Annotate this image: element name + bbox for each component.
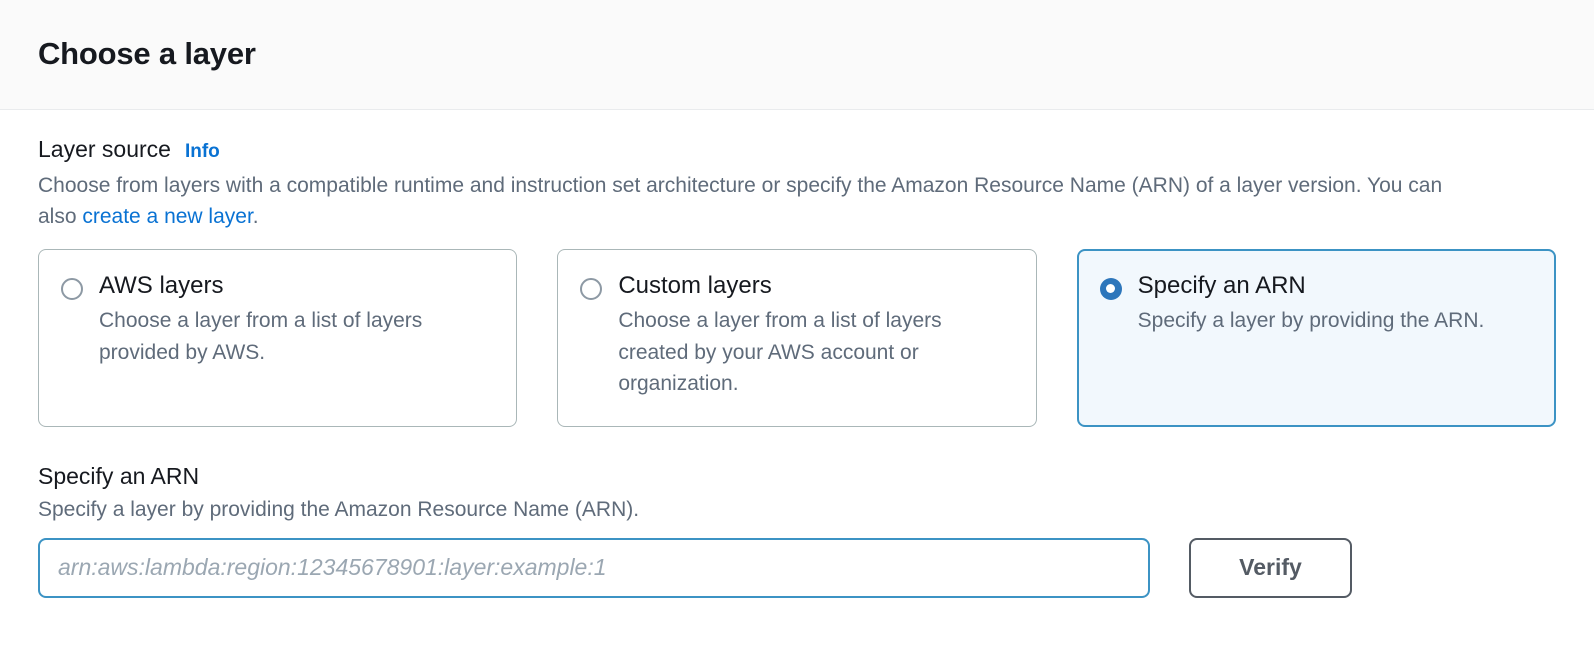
radio-specify-arn[interactable] [1099, 277, 1122, 300]
option-text-specify-arn: Specify an ARN Specify a layer by provid… [1138, 272, 1485, 337]
create-new-layer-link[interactable]: create a new layer [82, 205, 253, 229]
arn-section: Specify an ARN Specify a layer by provid… [38, 463, 1556, 598]
verify-button[interactable]: Verify [1189, 537, 1352, 598]
option-description-custom-layers: Choose a layer from a list of layers cre… [618, 309, 942, 396]
radio-aws-layers[interactable] [61, 277, 83, 300]
option-text-custom-layers: Custom layers Choose a layer from a list… [618, 272, 1015, 400]
option-text-aws-layers: AWS layers Choose a layer from a list of… [99, 272, 496, 369]
arn-section-title: Specify an ARN [38, 462, 200, 489]
layer-source-label-row: Layer source Info [38, 136, 1556, 164]
option-title-custom-layers: Custom layers [618, 271, 772, 299]
option-title-specify-arn: Specify an ARN [1137, 271, 1306, 299]
layer-source-label: Layer source [38, 136, 171, 162]
page-title: Choose a layer [38, 36, 256, 72]
layer-source-description-text: Choose from layers with a compatible run… [38, 173, 1443, 229]
option-card-custom-layers[interactable]: Custom layers Choose a layer from a list… [557, 248, 1037, 427]
option-card-specify-arn[interactable]: Specify an ARN Specify a layer by provid… [1076, 248, 1556, 427]
option-description-specify-arn: Specify a layer by providing the ARN. [1137, 309, 1485, 333]
panel-body: Layer source Info Choose from layers wit… [0, 110, 1594, 666]
radio-custom-layers[interactable] [580, 277, 603, 300]
arn-input[interactable] [38, 537, 1150, 598]
arn-input-row: Verify [38, 537, 1556, 598]
option-card-aws-layers[interactable]: AWS layers Choose a layer from a list of… [38, 248, 518, 427]
layer-source-options: AWS layers Choose a layer from a list of… [38, 248, 1556, 427]
layer-source-description: Choose from layers with a compatible run… [38, 170, 1468, 233]
arn-section-description: Specify a layer by providing the Amazon … [38, 498, 640, 522]
option-title-aws-layers: AWS layers [99, 271, 224, 299]
panel-header: Choose a layer [0, 0, 1594, 110]
layer-source-description-period: . [252, 205, 259, 229]
option-description-aws-layers: Choose a layer from a list of layers pro… [99, 309, 423, 364]
info-link[interactable]: Info [184, 141, 220, 162]
